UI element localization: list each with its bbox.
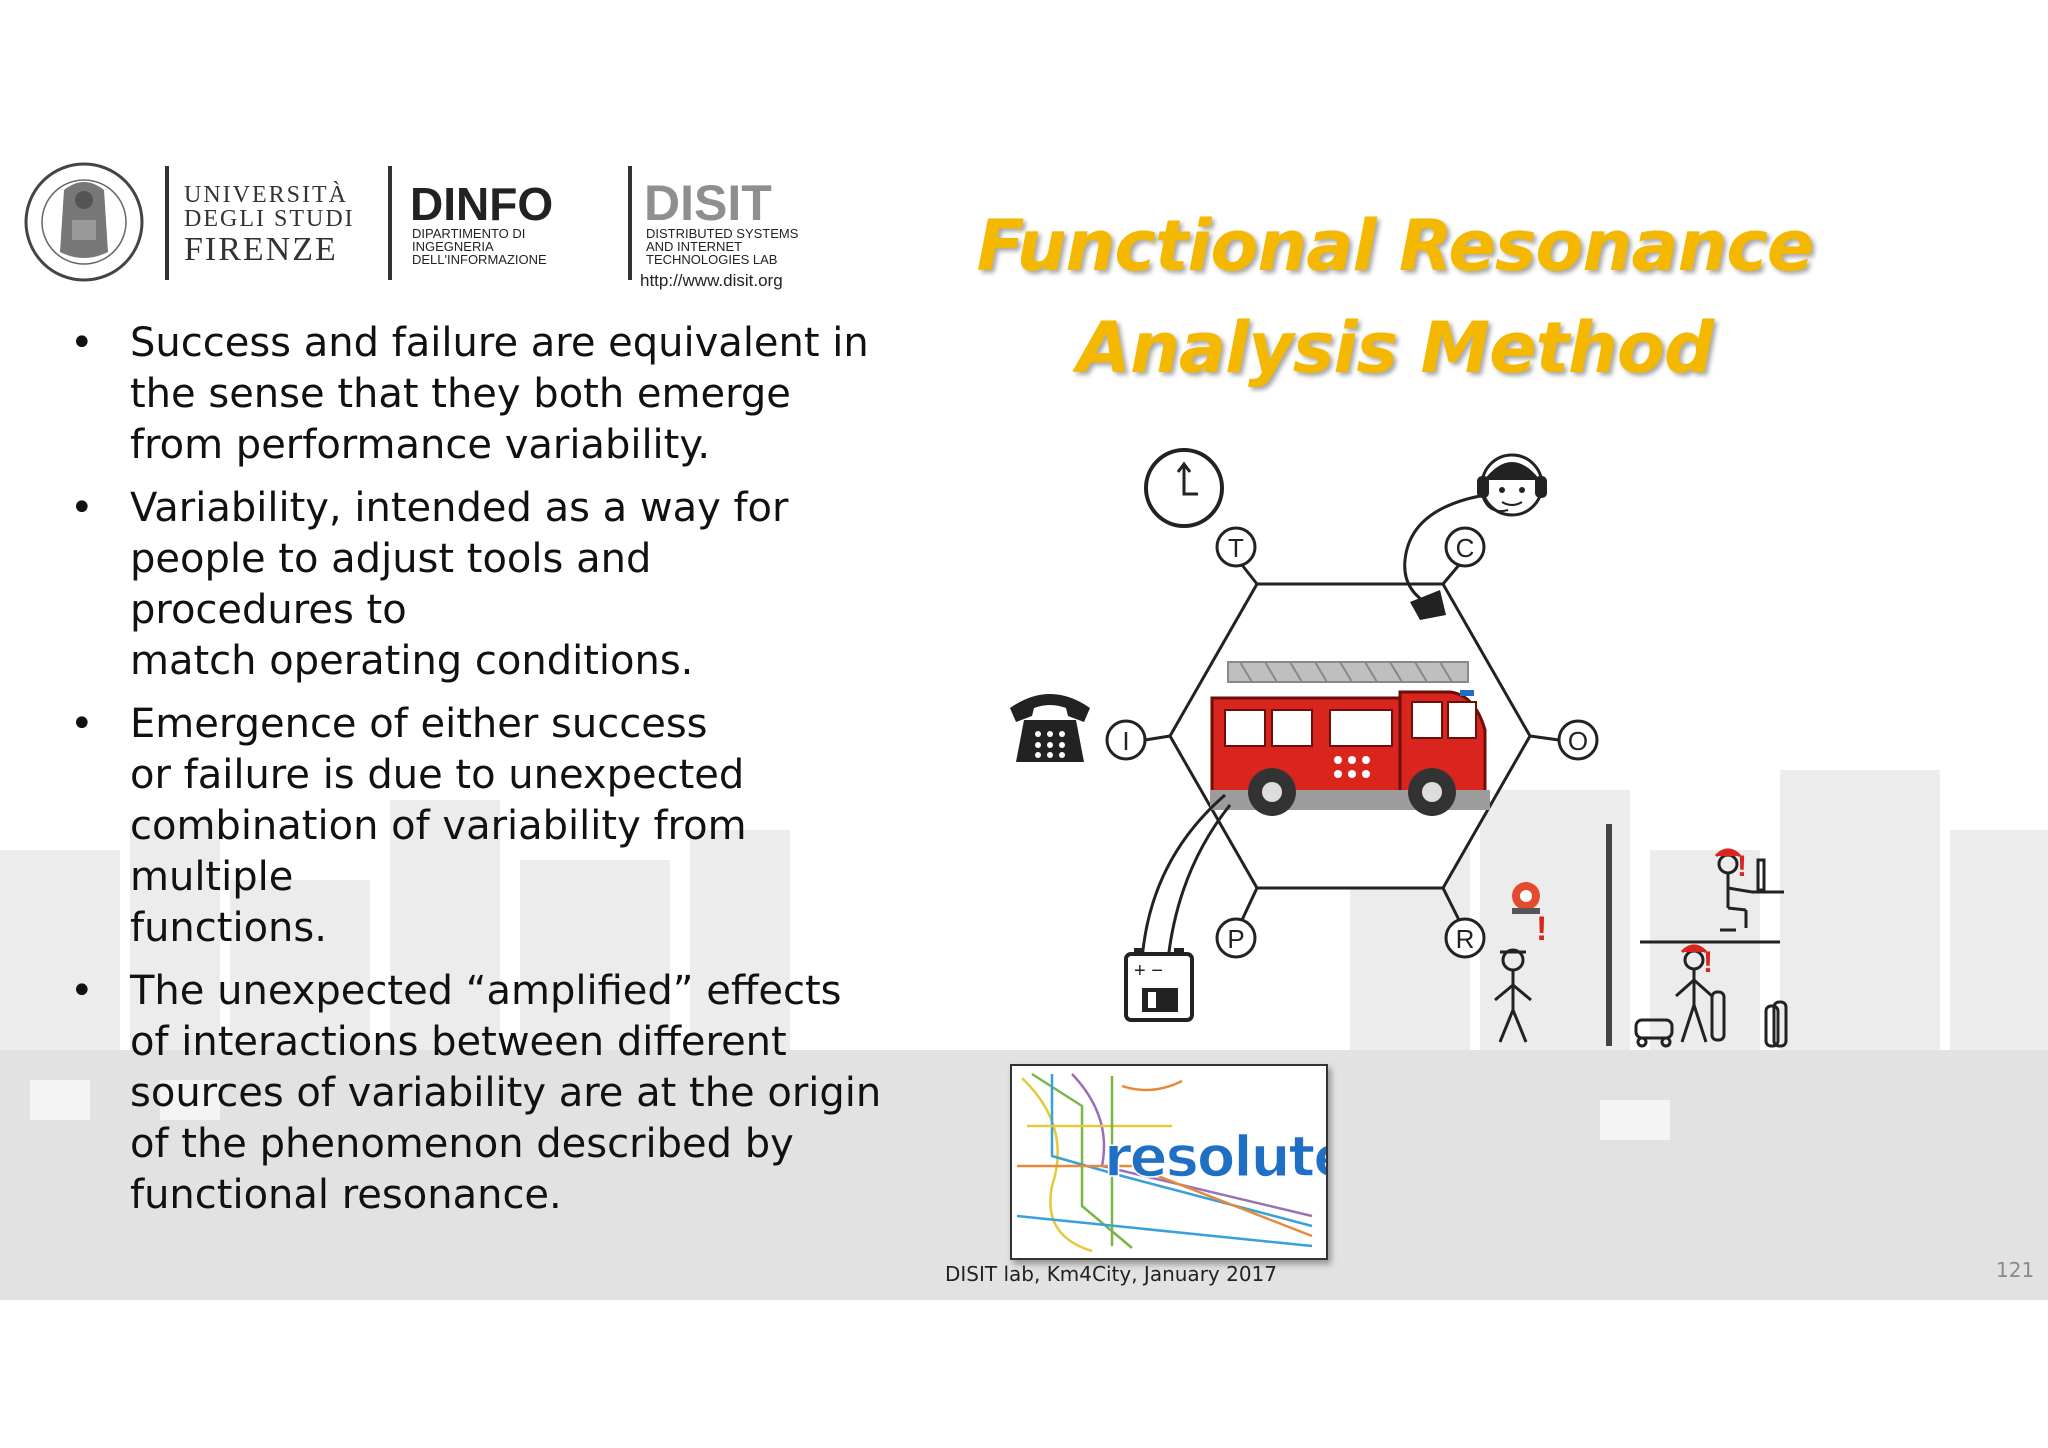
bullet-dot: • (70, 968, 94, 1014)
bullet-dot: • (70, 320, 94, 366)
aspect-resource: R (1444, 917, 1486, 959)
page-number: 121 (1996, 1258, 2035, 1282)
telephone-icon (1010, 694, 1090, 762)
resolute-logo: resolute (1010, 1064, 1328, 1260)
alert-mark: ! (1737, 850, 1747, 883)
slide-footer: DISIT lab, Km4City, January 2017 (945, 1262, 1278, 1286)
university-logos: UNIVERSITÀ DEGLI STUDI FIRENZE DINFO DIP… (24, 162, 799, 290)
aspect-label-o: O (1568, 726, 1588, 756)
logo-univ-line-1: UNIVERSITÀ (184, 182, 348, 208)
aspect-label-c: C (1456, 533, 1475, 563)
logo-dinfo-name: DINFO (410, 178, 553, 230)
logo-disit-sub-3: TECHNOLOGIES LAB (646, 252, 777, 267)
aspect-label-i: I (1122, 726, 1129, 756)
aspect-time: T (1215, 526, 1257, 568)
aspect-input: I (1105, 719, 1147, 761)
bullet-text: The unexpected “amplified” effects of in… (130, 968, 882, 1218)
firefighter-icon (1494, 948, 1532, 1043)
logo-disit-url: http://www.disit.org (640, 271, 783, 290)
logo-disit-sub-2: AND INTERNET (646, 239, 742, 254)
clock-icon (1144, 448, 1224, 528)
logo-disit-name: DISIT (644, 175, 772, 231)
logo-univ-line-2: DEGLI STUDI (184, 206, 355, 232)
alarm-icon (1512, 882, 1540, 914)
bullet-text: Success and failure are equivalent in th… (130, 320, 869, 468)
bullet-item: • Success and failure are equivalent in t… (70, 318, 970, 471)
logo-disit-sub-1: DISTRIBUTED SYSTEMS (646, 226, 799, 241)
bullet-item: • Emergence of either success or failure … (70, 699, 970, 954)
slide: UNIVERSITÀ DEGLI STUDI FIRENZE DINFO DIP… (0, 162, 2048, 1300)
aspect-label-p: P (1227, 924, 1244, 954)
bullet-text: Emergence of either success or failure i… (130, 701, 747, 951)
fire-truck-icon (1210, 661, 1490, 816)
bullet-dot: • (70, 701, 94, 747)
university-seal (24, 162, 144, 282)
slide-title: Functional Resonance Analysis Method (976, 205, 1815, 389)
bullet-text: Variability, intended as a way for peopl… (130, 485, 789, 684)
bullet-item: • The unexpected “amplified” effects of i… (70, 966, 970, 1221)
aspect-output: O (1557, 719, 1599, 761)
alert-mark: ! (1703, 946, 1713, 979)
logo-univ-line-3: FIRENZE (184, 231, 338, 268)
aspect-label-r: R (1456, 924, 1475, 954)
cityscape-background (0, 770, 2048, 1300)
bullet-dot: • (70, 485, 94, 531)
logo-dinfo-sub-2: INGEGNERIA (412, 239, 494, 254)
logo-dinfo-sub-1: DIPARTIMENTO DI (412, 226, 525, 241)
aspect-precondition: P (1215, 917, 1257, 959)
divider-bar (1606, 824, 1612, 1046)
worker-icon (1634, 848, 1788, 1048)
aspect-control: C (1444, 526, 1486, 568)
svg-text:+ −: + − (1134, 960, 1163, 982)
resolute-logo-text: resolute (1104, 1125, 1326, 1190)
aspect-label-t: T (1228, 533, 1244, 563)
headset-operator-icon (1403, 453, 1547, 620)
fram-hexagon-diagram: T C I O P R (1010, 448, 1788, 1048)
bullet-item: • Variability, intended as a way for peop… (70, 483, 970, 687)
bullet-list: • Success and failure are equivalent in t… (70, 318, 970, 1233)
alert-mark: ! (1536, 910, 1547, 948)
battery-icon: + − (1124, 948, 1194, 1022)
logo-dinfo-sub-3: DELL'INFORMAZIONE (412, 252, 547, 267)
